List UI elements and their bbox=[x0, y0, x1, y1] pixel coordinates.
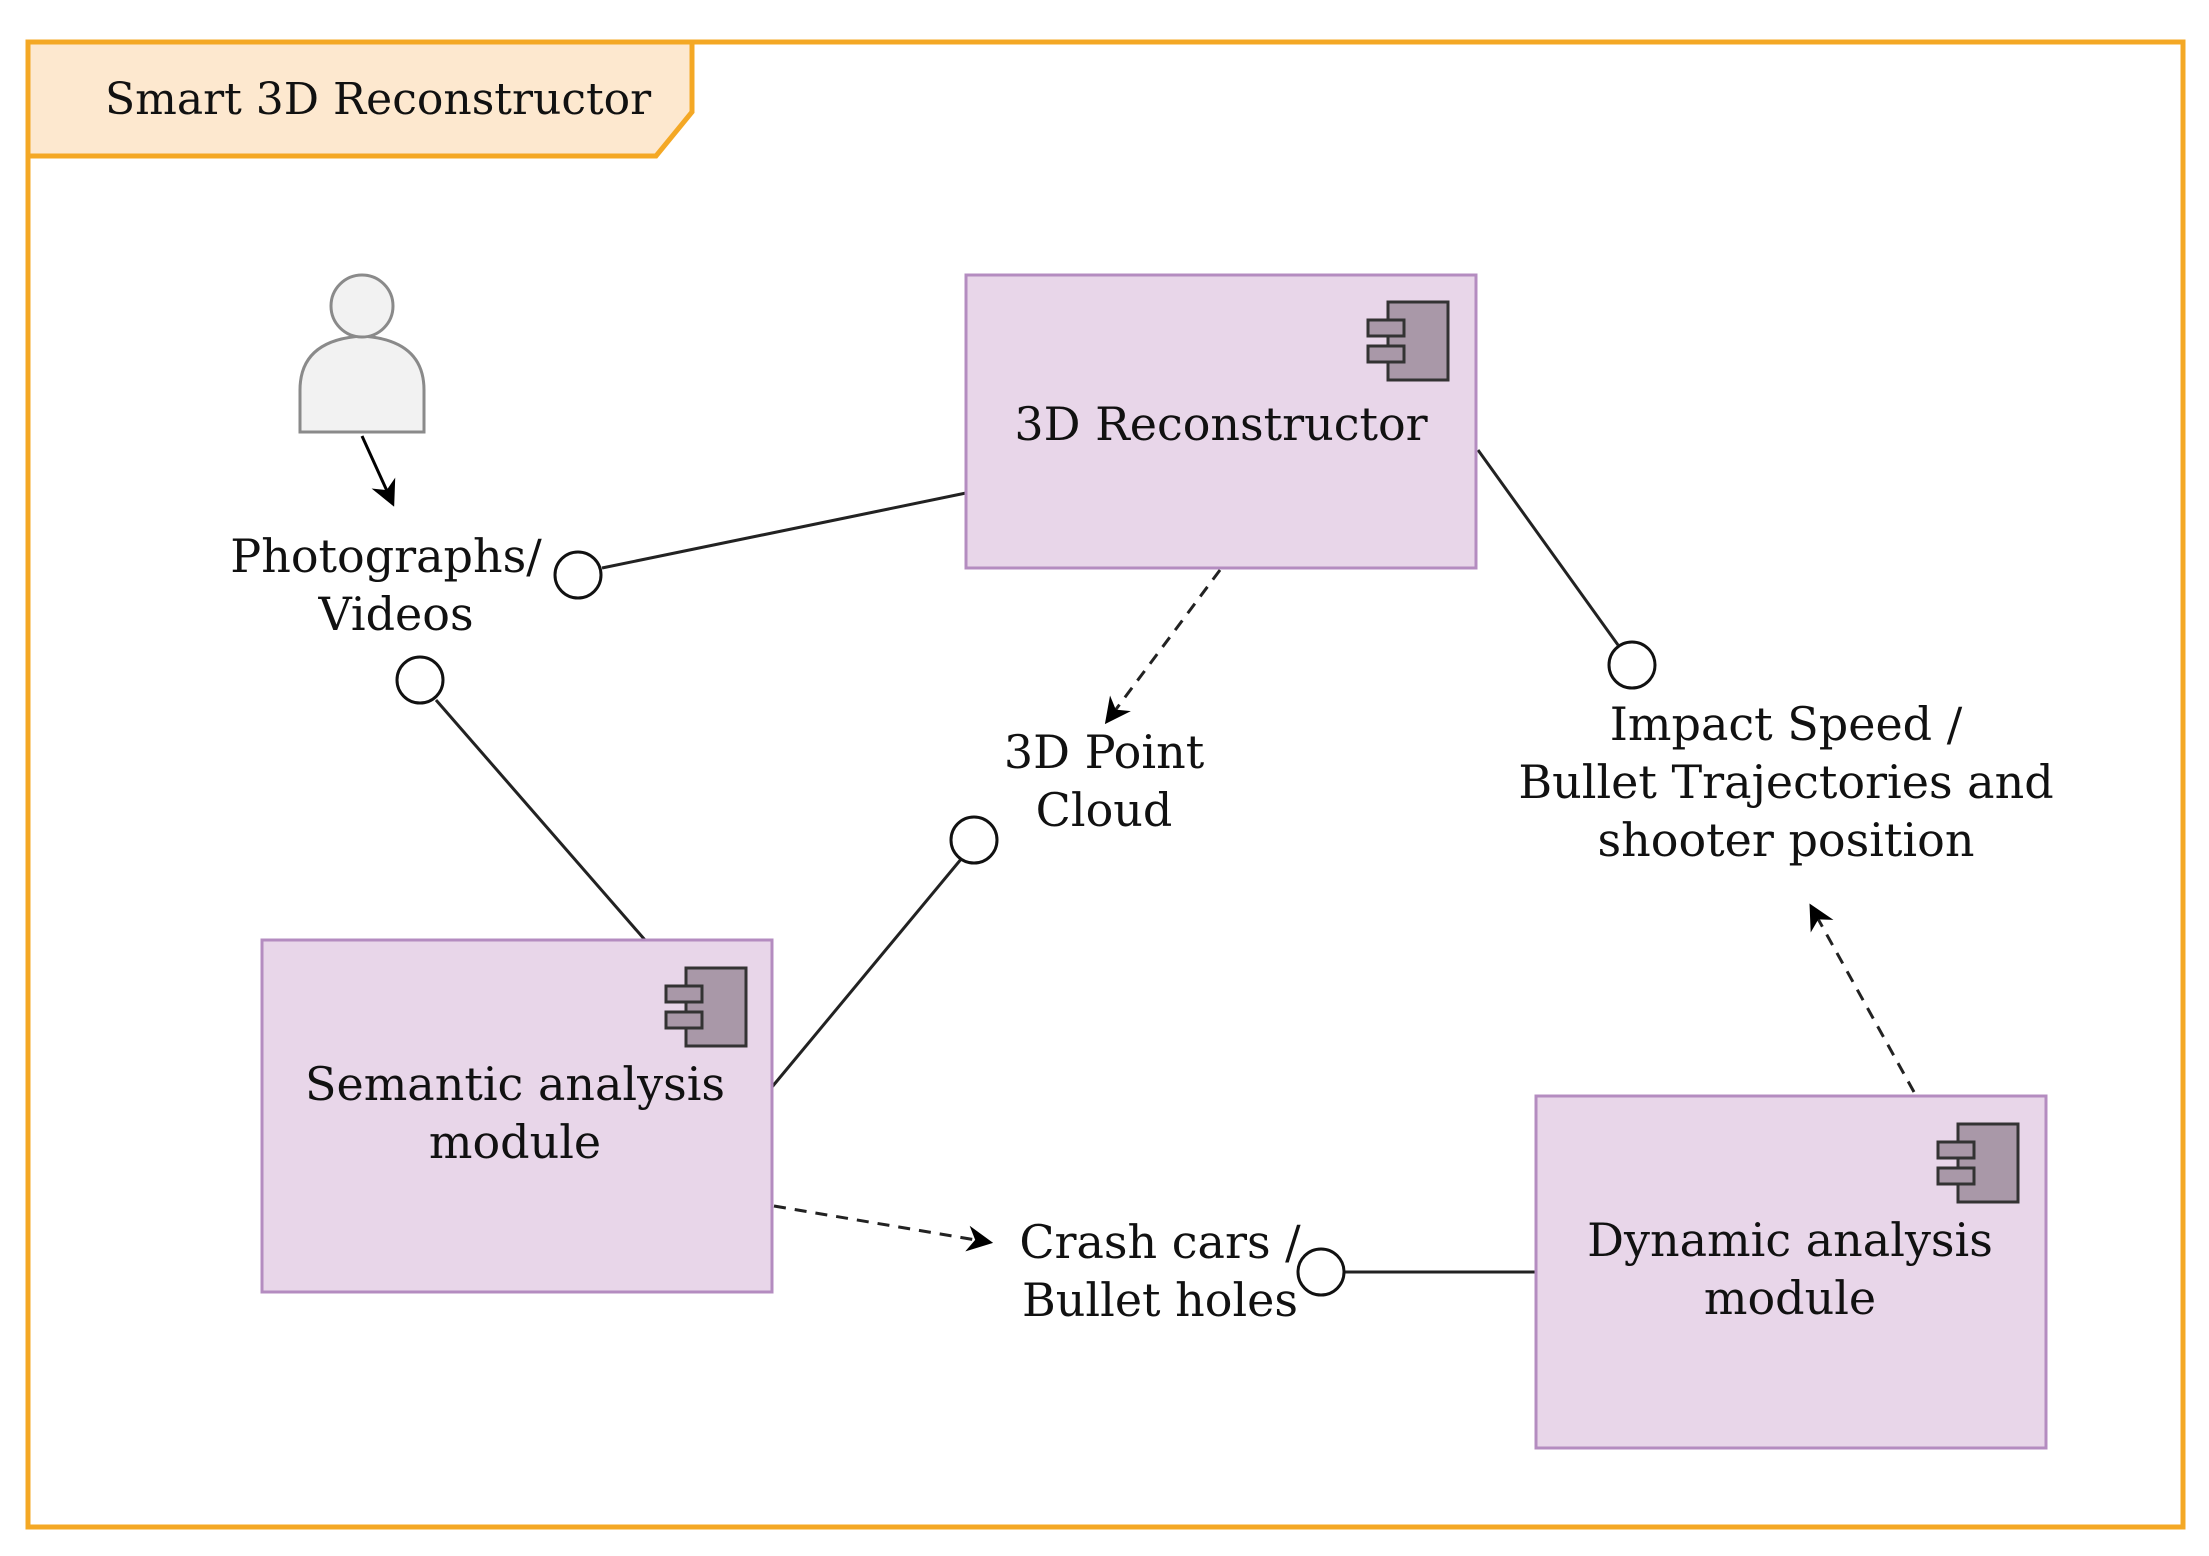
connector-reconstructor-photos bbox=[601, 491, 967, 570]
interface-label-crash-line-1: Crash cars / bbox=[1019, 1215, 1301, 1269]
arrow-semantic-crash bbox=[773, 1204, 994, 1252]
connector-semantic-pointcloud bbox=[770, 857, 964, 1088]
connector-reconstructor-impact bbox=[1476, 449, 1620, 646]
interface-label-impact-line-3: shooter position bbox=[1598, 813, 1975, 867]
component-icon bbox=[664, 966, 748, 1048]
interface-photos-reconstructor bbox=[553, 550, 603, 600]
arrow-dynamic-impact bbox=[1809, 903, 1916, 1093]
interface-crash bbox=[1296, 1247, 1346, 1297]
frame-title: Smart 3D Reconstructor bbox=[105, 74, 652, 125]
component-label-line-1: Dynamic analysis bbox=[1587, 1213, 1993, 1267]
component-label-line-2: module bbox=[429, 1115, 601, 1169]
component-icon bbox=[1936, 1122, 2020, 1204]
interface-impact bbox=[1607, 640, 1657, 690]
interface-label-crash-line-2: Bullet holes bbox=[1022, 1273, 1298, 1327]
component-label-line-2: module bbox=[1704, 1271, 1876, 1325]
frame-title-tab bbox=[25, 39, 695, 159]
interface-label-photos-line-1: Photographs/ bbox=[230, 529, 542, 583]
component-3d-reconstructor: 3D Reconstructor bbox=[964, 273, 1478, 570]
interface-label-photos-line-2: Videos bbox=[317, 587, 473, 641]
interface-label-impact-line-2: Bullet Trajectories and bbox=[1518, 755, 2053, 809]
interface-photos-semantic bbox=[395, 655, 445, 705]
actor-arrow bbox=[360, 435, 396, 507]
connector-semantic-photos bbox=[434, 699, 647, 941]
component-label-line-1: Semantic analysis bbox=[305, 1057, 725, 1111]
interface-pointcloud bbox=[949, 815, 999, 865]
component-label: 3D Reconstructor bbox=[1014, 397, 1427, 451]
interface-label-pointcloud-line-2: Cloud bbox=[1036, 783, 1173, 837]
arrow-reconstructor-pointcloud bbox=[1104, 569, 1222, 725]
user-icon bbox=[298, 273, 426, 434]
component-icon bbox=[1366, 300, 1450, 382]
interface-label-impact-line-1: Impact Speed / bbox=[1610, 697, 1963, 751]
component-semantic-analysis: Semantic analysis module bbox=[260, 938, 774, 1294]
component-dynamic-analysis: Dynamic analysis module bbox=[1534, 1094, 2048, 1450]
interface-label-pointcloud-line-1: 3D Point bbox=[1004, 725, 1205, 779]
